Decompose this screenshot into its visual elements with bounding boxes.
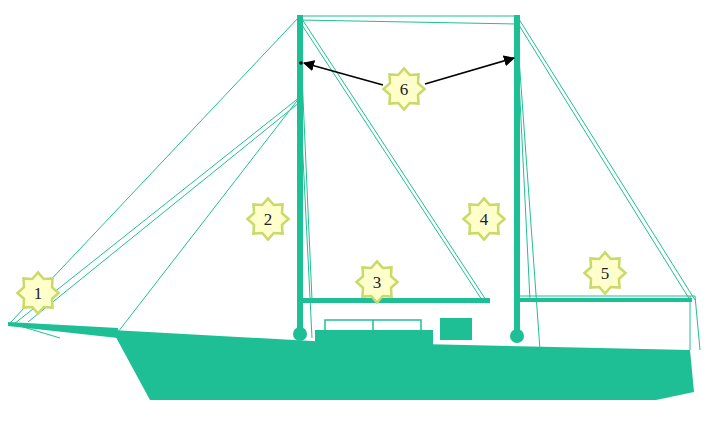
boom [300,298,490,303]
page-number: 3 [672,398,683,421]
point [299,61,303,65]
callout-number: 5 [601,265,610,282]
boom [517,298,692,302]
hull [8,15,694,400]
callout-star: 3 [356,261,398,303]
callout-star: 4 [463,198,505,240]
callout-star: 5 [584,252,626,294]
callout-star: 6 [383,68,425,110]
mast [514,15,520,335]
callout-number: 1 [34,285,43,302]
mast [297,15,303,333]
rigging [10,16,700,350]
callout-star: 2 [247,198,289,240]
callout-number: 2 [264,211,273,228]
callout-number: 6 [400,81,409,98]
callout-number: 3 [373,274,382,291]
callout-number: 4 [480,211,489,228]
callout-star: 1 [17,272,59,314]
cabin-window [325,320,421,332]
